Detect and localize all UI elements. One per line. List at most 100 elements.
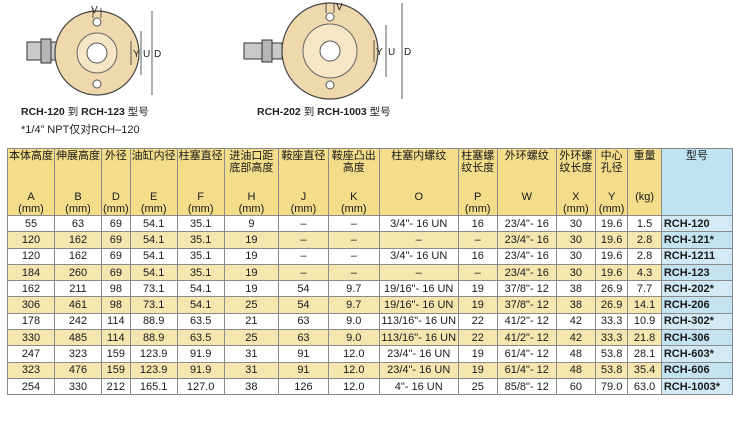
table-cell: – [327, 214, 380, 233]
table-cell: 4"- 16 UN [378, 377, 459, 396]
label-u: U [388, 47, 395, 58]
table-cell: 48 [555, 361, 596, 379]
table-cell: 260 [54, 263, 102, 282]
label-d: D [154, 49, 161, 60]
table-cell: 25 [223, 329, 280, 347]
table-cell: 23/4"- 16 UN [378, 361, 459, 379]
table-cell: 54.1 [176, 296, 225, 314]
table-cell: 23/4"- 16 [496, 231, 557, 249]
label-v: V [91, 5, 98, 16]
model-cell: RCH-603* [660, 345, 733, 363]
table-cell: 19 [223, 247, 280, 265]
table-cell: 323 [54, 345, 102, 363]
table-cell: 53.8 [594, 345, 629, 363]
center-hole [86, 42, 108, 64]
table-cell: 91.9 [176, 361, 225, 379]
table-cell: 123.9 [129, 361, 178, 379]
table-cell: 98 [101, 296, 131, 314]
table-cell: – [457, 263, 498, 282]
table-cell: 9.0 [327, 312, 380, 331]
table-cell: 21 [223, 312, 280, 331]
table-cell: 323 [7, 361, 55, 379]
table-cell: 42 [555, 312, 596, 331]
table-cell: 23/4"- 16 [496, 247, 557, 265]
table-cell: 37/8"- 12 [496, 280, 557, 298]
table-cell: 3/4"- 16 UN [378, 247, 459, 265]
table-cell: 61/4"- 12 [496, 361, 557, 379]
table-cell: 12.0 [327, 361, 380, 379]
model-cell: RCH-302* [660, 312, 733, 331]
table-cell: 2.8 [627, 231, 662, 249]
table-cell: – [278, 263, 329, 282]
table-cell: 79.0 [594, 377, 629, 396]
table-cell: 178 [7, 312, 55, 331]
table-cell: 35.1 [176, 263, 225, 282]
table-cell: 330 [7, 329, 55, 347]
table-cell: 63.5 [176, 329, 225, 347]
table-cell: 247 [7, 345, 55, 363]
right-diagram-caption: RCH-202 到 RCH-1003 型号 [257, 106, 391, 118]
mounting-hole-bottom [325, 80, 335, 90]
table-cell: 162 [54, 247, 102, 265]
table-cell: 73.1 [129, 280, 178, 298]
coupler-nut [261, 39, 273, 63]
table-cell: 31 [223, 345, 280, 363]
coupler-nut [40, 38, 52, 64]
table-cell: 3/4"- 16 UN [378, 214, 459, 233]
left-cylinder-diagram: V Y U D [26, 5, 161, 96]
model-cell: RCH-121* [660, 231, 733, 249]
label-v: V [336, 2, 343, 13]
center-hole [319, 40, 341, 62]
model-cell: RCH-306 [660, 329, 733, 347]
table-cell: 4.3 [627, 263, 662, 282]
table-cell: 113/16"- 16 UN [378, 312, 459, 331]
table-cell: 14.1 [627, 296, 662, 314]
label-d: D [404, 47, 411, 58]
table-cell: 19 [457, 280, 498, 298]
model-cell: RCH-1211 [660, 247, 733, 265]
table-cell: 38 [223, 377, 280, 396]
header-cell-model: 型号 [660, 148, 733, 216]
table-cell: 19.6 [594, 263, 629, 282]
table-cell: 85/8"- 12 [496, 377, 557, 396]
table-cell: 35.1 [176, 247, 225, 265]
table-cell: 212 [101, 377, 131, 396]
table-cell: 54 [278, 296, 329, 314]
table-cell: 22 [457, 312, 498, 331]
table-cell: 54.1 [129, 231, 178, 249]
table-cell: 37/8"- 12 [496, 296, 557, 314]
table-cell: 22 [457, 329, 498, 347]
table-cell: 19 [457, 361, 498, 379]
table-cell: 91.9 [176, 345, 225, 363]
table-cell: 19.6 [594, 231, 629, 249]
table-cell: 26.9 [594, 280, 629, 298]
table-cell: 55 [7, 214, 55, 233]
table-cell: 54.1 [129, 214, 178, 233]
table-cell: 88.9 [129, 329, 178, 347]
table-cell: 476 [54, 361, 102, 379]
model-cell: RCH-1003* [660, 377, 733, 396]
model-cell: RCH-206 [660, 296, 733, 314]
table-cell: 25 [223, 296, 280, 314]
table-cell: 73.1 [129, 296, 178, 314]
table-cell: 88.9 [129, 312, 178, 331]
table-cell: 461 [54, 296, 102, 314]
table-cell: – [327, 263, 380, 282]
table-cell: 21.8 [627, 329, 662, 347]
table-cell: 19 [223, 280, 280, 298]
table-cell: 33.3 [594, 329, 629, 347]
table-cell: 30 [555, 247, 596, 265]
table-cell: 63.5 [176, 312, 225, 331]
table-cell: 41/2"- 12 [496, 329, 557, 347]
table-cell: 30 [555, 214, 596, 233]
